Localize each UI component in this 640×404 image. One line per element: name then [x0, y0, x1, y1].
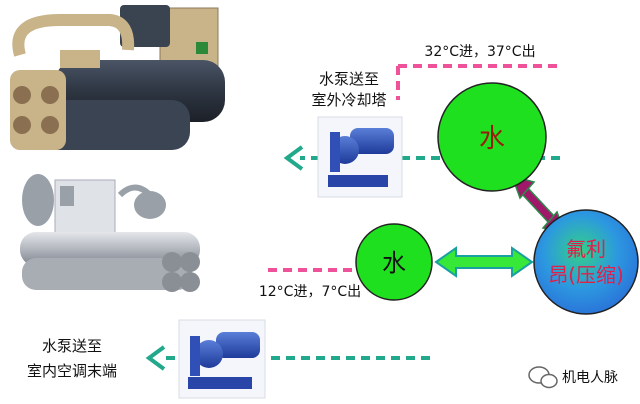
pump-top-label-line1: 水泵送至 — [319, 70, 379, 88]
freon-label-line2: 昂(压缩) — [548, 263, 624, 287]
pump-bottom-label-line1: 水泵送至 — [42, 337, 102, 355]
watermark: 机电人脉 — [528, 366, 618, 389]
water-circle-bottom: 水 — [355, 223, 433, 301]
temp-bottom-label: 12°C进，7°C出 — [259, 284, 361, 300]
pump-top-label-line2: 室外冷却塔 — [311, 91, 386, 109]
pump-top-image — [317, 116, 403, 198]
freon-circle: 氟利 昂(压缩) — [533, 209, 639, 315]
water-top-label: 水 — [479, 124, 505, 154]
chiller-top-image — [5, 3, 233, 163]
chiller-bottom-image — [5, 168, 233, 308]
water-circle-top: 水 — [437, 82, 547, 192]
wechat-icon — [528, 366, 558, 389]
freon-label-line1: 氟利 — [566, 237, 606, 261]
pump-bottom-label-line2: 室内空调末端 — [27, 362, 117, 380]
pump-bottom-image — [178, 319, 266, 399]
double-arrow-bottom-freon — [434, 246, 534, 278]
watermark-text: 机电人脉 — [562, 370, 618, 386]
water-bottom-label: 水 — [382, 249, 406, 277]
temp-top-label: 32°C进，37°C出 — [424, 44, 535, 60]
